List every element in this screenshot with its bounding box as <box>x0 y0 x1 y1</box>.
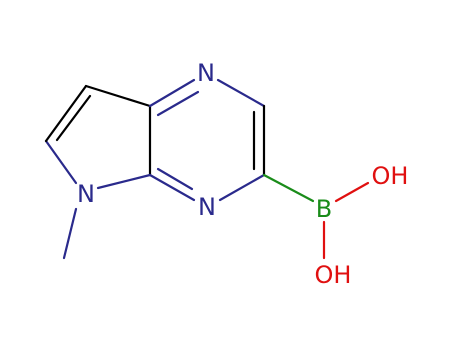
atom-n-pyrrole: N <box>77 180 95 208</box>
bond-c3a-n4-double <box>156 90 200 117</box>
bond-n1-methyl <box>62 207 78 260</box>
bond-n4-c5 <box>216 78 266 108</box>
bond-n7-c7a-double <box>156 167 194 191</box>
atom-hydroxyl-bottom: OH <box>315 261 352 289</box>
atom-n-pyrazine-top: N <box>197 59 215 87</box>
bond-c2-c3-double <box>55 94 92 142</box>
bond-c7a-n1 <box>96 173 152 190</box>
atom-boron: B <box>316 195 332 223</box>
bond-c6-n7 <box>218 173 266 202</box>
bond-n7-c7a <box>148 173 196 202</box>
bond-c2-c3 <box>44 84 88 143</box>
bond-n1-c2 <box>44 139 78 185</box>
bond-c3a-n4 <box>148 78 196 108</box>
atom-hydroxyl-right: OH <box>372 162 409 190</box>
bond-c3-c3a <box>84 84 152 108</box>
atom-n-pyrazine-bottom: N <box>198 193 216 221</box>
bond-c6-b <box>262 173 315 203</box>
bond-b-oh-right <box>334 181 370 203</box>
